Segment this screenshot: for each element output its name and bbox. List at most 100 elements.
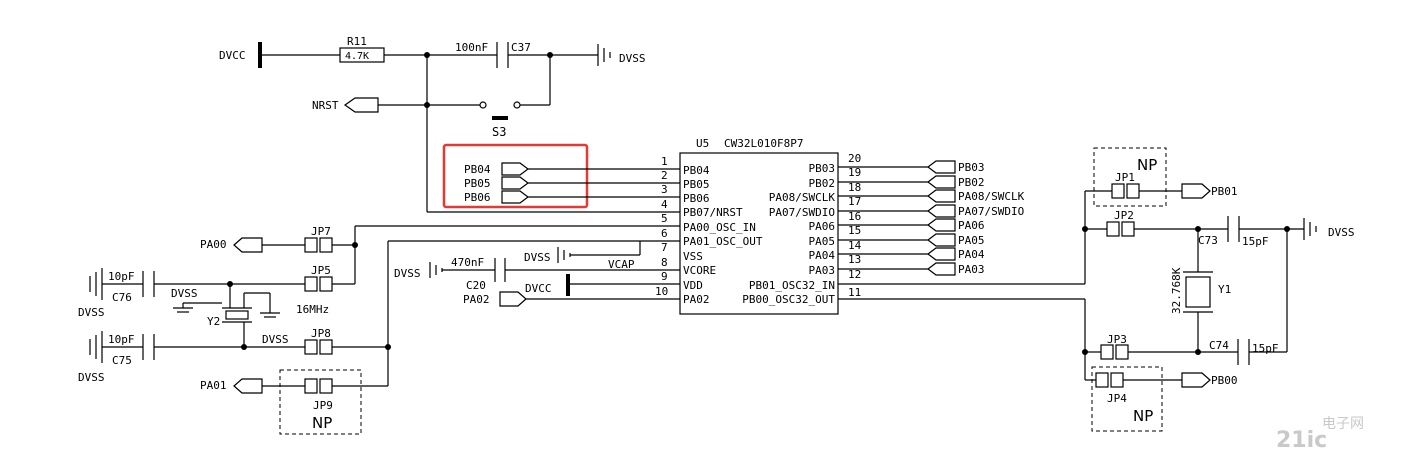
- right-ports: PB03 PB02 PA08/SWCLK PA07/SWDIO PA06 PA0…: [838, 160, 1025, 276]
- pb01-label: PB01: [1211, 185, 1238, 198]
- y2-crystal: [225, 310, 249, 320]
- jp2-pad: [1106, 221, 1120, 237]
- nrst-port-shape: [343, 97, 379, 113]
- r11-value: 4.7K: [345, 51, 369, 62]
- dvss-label: DVSS: [1328, 226, 1355, 239]
- pin-num: 12: [848, 268, 861, 281]
- port-label-pb05: PB05: [464, 177, 491, 190]
- jp2-ref: JP2: [1114, 209, 1134, 222]
- pin-name: PA01_OSC_OUT: [683, 235, 763, 248]
- red-highlight-box: [442, 143, 589, 209]
- y1-crystal: [1185, 276, 1211, 308]
- pin-num: 17: [848, 195, 861, 208]
- pb01-port-shape: [1181, 183, 1211, 199]
- pa02-port-shape: [499, 291, 527, 307]
- pin-name: PA03: [809, 264, 836, 277]
- y2-value: 16MHz: [296, 303, 329, 316]
- pa00-port-shape: [233, 237, 263, 253]
- c75-ref: C75: [112, 354, 132, 367]
- dvss-label: DVSS: [262, 333, 289, 346]
- port-shape-pa05: [927, 233, 956, 247]
- power-pins: DVSS DVSS 470nF C20 VCAP DVCC PA02: [394, 240, 680, 307]
- pin-name: PA07/SWDIO: [769, 206, 835, 219]
- port-shape-pa06: [927, 218, 956, 232]
- pin-num: 14: [848, 239, 862, 252]
- pin-name: PA04: [809, 249, 836, 262]
- pin-num: 3: [661, 183, 668, 196]
- junction: [1195, 349, 1201, 355]
- s3-contact: [479, 101, 487, 109]
- port-label-pb04: PB04: [464, 163, 491, 176]
- junction: [424, 102, 430, 108]
- pin-name: PB01_OSC32_IN: [749, 279, 835, 292]
- dvcc-label: DVCC: [219, 49, 246, 62]
- np-dashed-box: [1093, 147, 1167, 207]
- dvss-label: DVSS: [171, 287, 198, 300]
- np-label: NP: [1137, 156, 1157, 174]
- pin-num: 11: [848, 286, 861, 299]
- c75-value: 10pF: [108, 333, 135, 346]
- c74-value: 15pF: [1252, 342, 1279, 355]
- port-shape-pa08: [927, 189, 956, 203]
- nrst-label: NRST: [312, 99, 339, 112]
- dvss-label: DVSS: [394, 267, 421, 280]
- pin-name: PB06: [683, 192, 710, 205]
- u5-body: [679, 152, 839, 315]
- pin-name: PA06: [809, 220, 836, 233]
- y1-ref: Y1: [1218, 283, 1231, 296]
- s3-ref: S3: [492, 125, 506, 139]
- pin-num: 18: [848, 181, 861, 194]
- jp3-ref: JP3: [1107, 333, 1127, 346]
- jp5-pad: [319, 276, 333, 292]
- port-shape-pb02: [927, 175, 956, 189]
- jp7-pad: [319, 237, 333, 253]
- pin-num: 15: [848, 224, 861, 237]
- jp9-ref: JP9: [313, 399, 333, 412]
- jp8-pad: [304, 339, 318, 355]
- reset-circuit: DVCC R11 4.7K 100nF C37 DVSS NRST S3: [219, 35, 680, 213]
- c37-value: 100nF: [455, 41, 488, 54]
- pin-num: 2: [661, 169, 668, 182]
- dvss-label: DVSS: [524, 251, 551, 264]
- c76-value: 10pF: [108, 270, 135, 283]
- ic-u5: U5 CW32L010F8P7 1 2 3 4 5 6 7 8 9 10 PB0…: [655, 137, 862, 315]
- port-label-pa05: PA05: [958, 234, 985, 247]
- hse-oscillator: PA00 JP7 JP5 10pF C76 DVSS DVSS: [78, 225, 680, 435]
- dvcc-label: DVCC: [525, 282, 552, 295]
- c20-ref: C20: [466, 279, 486, 292]
- pin-num: 8: [661, 256, 668, 269]
- jp9-pad: [319, 378, 333, 394]
- port-label-pa08: PA08/SWCLK: [958, 190, 1025, 203]
- c73-value: 15pF: [1242, 235, 1269, 248]
- dvss-label: DVSS: [78, 306, 105, 319]
- pin-num: 10: [655, 285, 668, 298]
- vcap-label: VCAP: [608, 258, 635, 271]
- pa01-label: PA01: [200, 379, 227, 392]
- u5-ref: U5: [696, 137, 709, 150]
- jp4-pad: [1110, 372, 1124, 388]
- lse-oscillator: NP JP1 PB01 JP2 C73 15pF DVSS Y1 32.768K: [838, 147, 1355, 432]
- jp7-pad: [304, 237, 318, 253]
- pb00-label: PB00: [1211, 374, 1238, 387]
- pin-num: 4: [661, 198, 668, 211]
- port-label-pa07: PA07/SWDIO: [958, 205, 1024, 218]
- dvss-label: DVSS: [78, 371, 105, 384]
- pin-name: PA05: [809, 235, 836, 248]
- pin-name: PA08/SWCLK: [769, 191, 836, 204]
- pin-name: PB04: [683, 164, 710, 177]
- port-shape-pa07: [927, 204, 956, 218]
- r11-ref: R11: [347, 35, 367, 48]
- pin-name: VCORE: [683, 264, 716, 277]
- jp8-pad: [319, 339, 333, 355]
- pin-name: PB07/NRST: [683, 206, 743, 219]
- s3-contact: [513, 101, 521, 109]
- y2-ref: Y2: [207, 315, 220, 328]
- pin-num: 13: [848, 253, 861, 266]
- watermark-cn: 电子网: [1322, 416, 1364, 432]
- np-dashed-box: [279, 369, 362, 435]
- junction: [352, 242, 358, 248]
- pin-name: PA00_OSC_IN: [683, 221, 756, 234]
- jp9-pad: [304, 378, 318, 394]
- port-shape-pb05: [501, 176, 529, 190]
- jp4-ref: JP4: [1107, 392, 1127, 405]
